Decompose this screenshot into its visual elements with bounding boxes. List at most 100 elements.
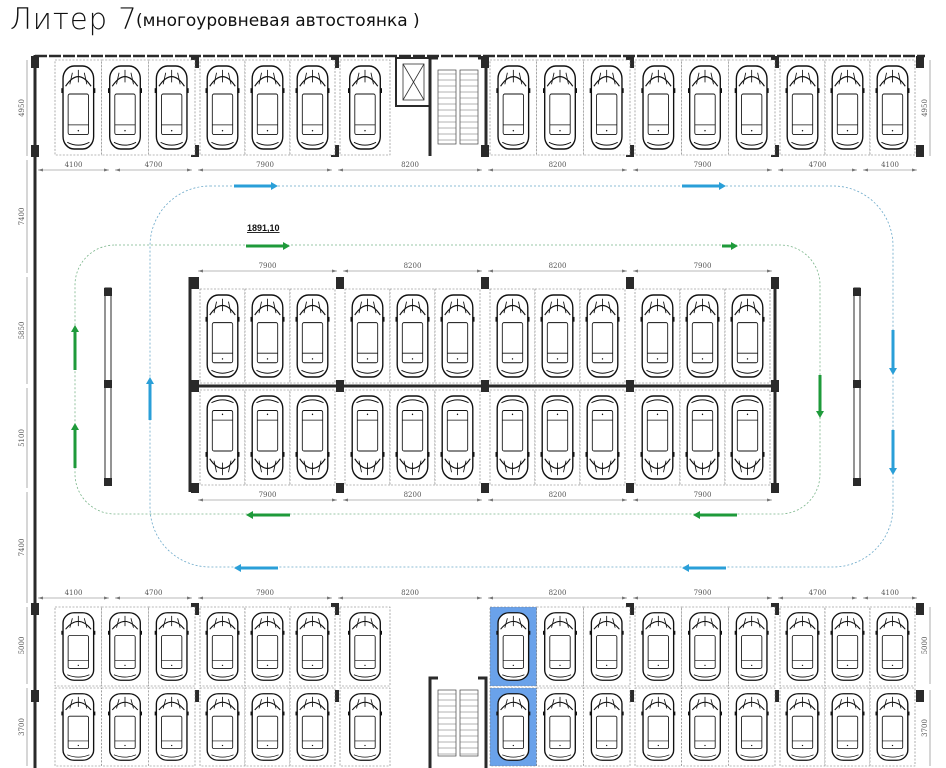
- parking-spot[interactable]: [579, 288, 626, 384]
- parking-spot[interactable]: [199, 687, 246, 767]
- parking-spot[interactable]: [148, 606, 196, 687]
- parking-spot[interactable]: [534, 389, 581, 486]
- parking-spot[interactable]: [869, 59, 916, 156]
- parking-spot[interactable]: [579, 389, 626, 486]
- parking-spot[interactable]: [583, 687, 631, 767]
- parking-spot[interactable]: [634, 687, 682, 767]
- parking-spot[interactable]: [634, 606, 682, 687]
- car-icon: [684, 395, 721, 480]
- column: [481, 483, 489, 493]
- parking-spot[interactable]: [339, 59, 391, 156]
- parking-spot-highlighted[interactable]: [489, 606, 537, 687]
- parking-spot[interactable]: [536, 606, 584, 687]
- car-icon: [874, 612, 911, 681]
- parking-spot[interactable]: [779, 606, 826, 687]
- parking-spot[interactable]: [779, 59, 826, 156]
- parking-spot[interactable]: [434, 288, 481, 384]
- parking-spot[interactable]: [199, 288, 246, 384]
- column: [853, 380, 861, 388]
- parking-spot[interactable]: [344, 389, 391, 486]
- dimension-label: 4100: [881, 589, 899, 597]
- dimension-label: 8200: [404, 491, 422, 499]
- parking-spot[interactable]: [824, 606, 871, 687]
- parking-spot[interactable]: [534, 288, 581, 384]
- parking-spot[interactable]: [244, 389, 291, 486]
- parking-spot-highlighted[interactable]: [489, 687, 537, 767]
- parking-spot[interactable]: [489, 288, 536, 384]
- car-icon: [347, 693, 383, 761]
- column: [626, 277, 634, 289]
- parking-spot[interactable]: [101, 687, 149, 767]
- parking-spot[interactable]: [289, 59, 336, 156]
- column: [336, 483, 344, 493]
- parking-spot[interactable]: [199, 389, 246, 486]
- parking-spot[interactable]: [101, 59, 149, 156]
- parking-spot[interactable]: [289, 288, 336, 384]
- arrow-right-icon: [246, 242, 290, 250]
- parking-spot[interactable]: [289, 389, 336, 486]
- stairs-bottom: [428, 676, 488, 768]
- parking-spot[interactable]: [583, 606, 631, 687]
- arrow-left-icon: [693, 511, 737, 519]
- parking-spot[interactable]: [681, 59, 729, 156]
- parking-spot[interactable]: [344, 288, 391, 384]
- parking-spot[interactable]: [101, 606, 149, 687]
- car-icon: [729, 294, 766, 378]
- parking-spot[interactable]: [869, 687, 916, 767]
- parking-spot[interactable]: [681, 687, 729, 767]
- parking-spot[interactable]: [148, 687, 196, 767]
- dimension-label: 4950: [921, 99, 929, 117]
- car-icon: [874, 693, 911, 761]
- parking-spot[interactable]: [244, 59, 291, 156]
- parking-spot[interactable]: [583, 59, 631, 156]
- dimension-label: 4950: [18, 99, 26, 117]
- parking-spot[interactable]: [869, 606, 916, 687]
- dimension-label: 4700: [145, 589, 163, 597]
- parking-spot[interactable]: [634, 59, 682, 156]
- parking-spot[interactable]: [244, 687, 291, 767]
- parking-spot[interactable]: [728, 606, 776, 687]
- parking-spot[interactable]: [679, 288, 726, 384]
- parking-spot[interactable]: [289, 687, 336, 767]
- parking-spot[interactable]: [728, 687, 776, 767]
- car-icon: [204, 395, 241, 480]
- parking-spot[interactable]: [389, 288, 436, 384]
- parking-spot[interactable]: [779, 687, 826, 767]
- dimension-middle_top: 7900: [198, 262, 337, 273]
- parking-spot[interactable]: [148, 59, 196, 156]
- parking-spot[interactable]: [728, 59, 776, 156]
- dimension-middle_bottom: 8200: [343, 491, 482, 502]
- dimension-top: 4100: [863, 161, 917, 172]
- parking-spot[interactable]: [489, 59, 537, 156]
- dimension-label: 4100: [65, 161, 83, 169]
- parking-spot[interactable]: [289, 606, 336, 687]
- dimension-top: 8200: [488, 161, 627, 172]
- parking-spot[interactable]: [536, 687, 584, 767]
- car-icon: [733, 612, 770, 681]
- parking-spot[interactable]: [679, 389, 726, 486]
- parking-spot[interactable]: [824, 687, 871, 767]
- column: [853, 478, 861, 486]
- parking-spot[interactable]: [244, 288, 291, 384]
- parking-spot[interactable]: [339, 687, 391, 767]
- car-icon: [294, 65, 331, 150]
- parking-spot[interactable]: [824, 59, 871, 156]
- parking-spot[interactable]: [489, 389, 536, 486]
- parking-spot[interactable]: [54, 606, 102, 687]
- parking-spot[interactable]: [724, 389, 771, 486]
- parking-spot[interactable]: [724, 288, 771, 384]
- car-icon: [204, 294, 241, 378]
- parking-spot[interactable]: [199, 59, 246, 156]
- parking-spot[interactable]: [54, 687, 102, 767]
- parking-spot[interactable]: [681, 606, 729, 687]
- parking-spot[interactable]: [434, 389, 481, 486]
- parking-spot[interactable]: [244, 606, 291, 687]
- elevator-cross-icon: [402, 63, 425, 101]
- parking-spot[interactable]: [339, 606, 391, 687]
- parking-spot[interactable]: [536, 59, 584, 156]
- parking-spot[interactable]: [389, 389, 436, 486]
- parking-spot[interactable]: [199, 606, 246, 687]
- parking-spot[interactable]: [54, 59, 102, 156]
- parking-spot[interactable]: [634, 288, 681, 384]
- parking-spot[interactable]: [634, 389, 681, 486]
